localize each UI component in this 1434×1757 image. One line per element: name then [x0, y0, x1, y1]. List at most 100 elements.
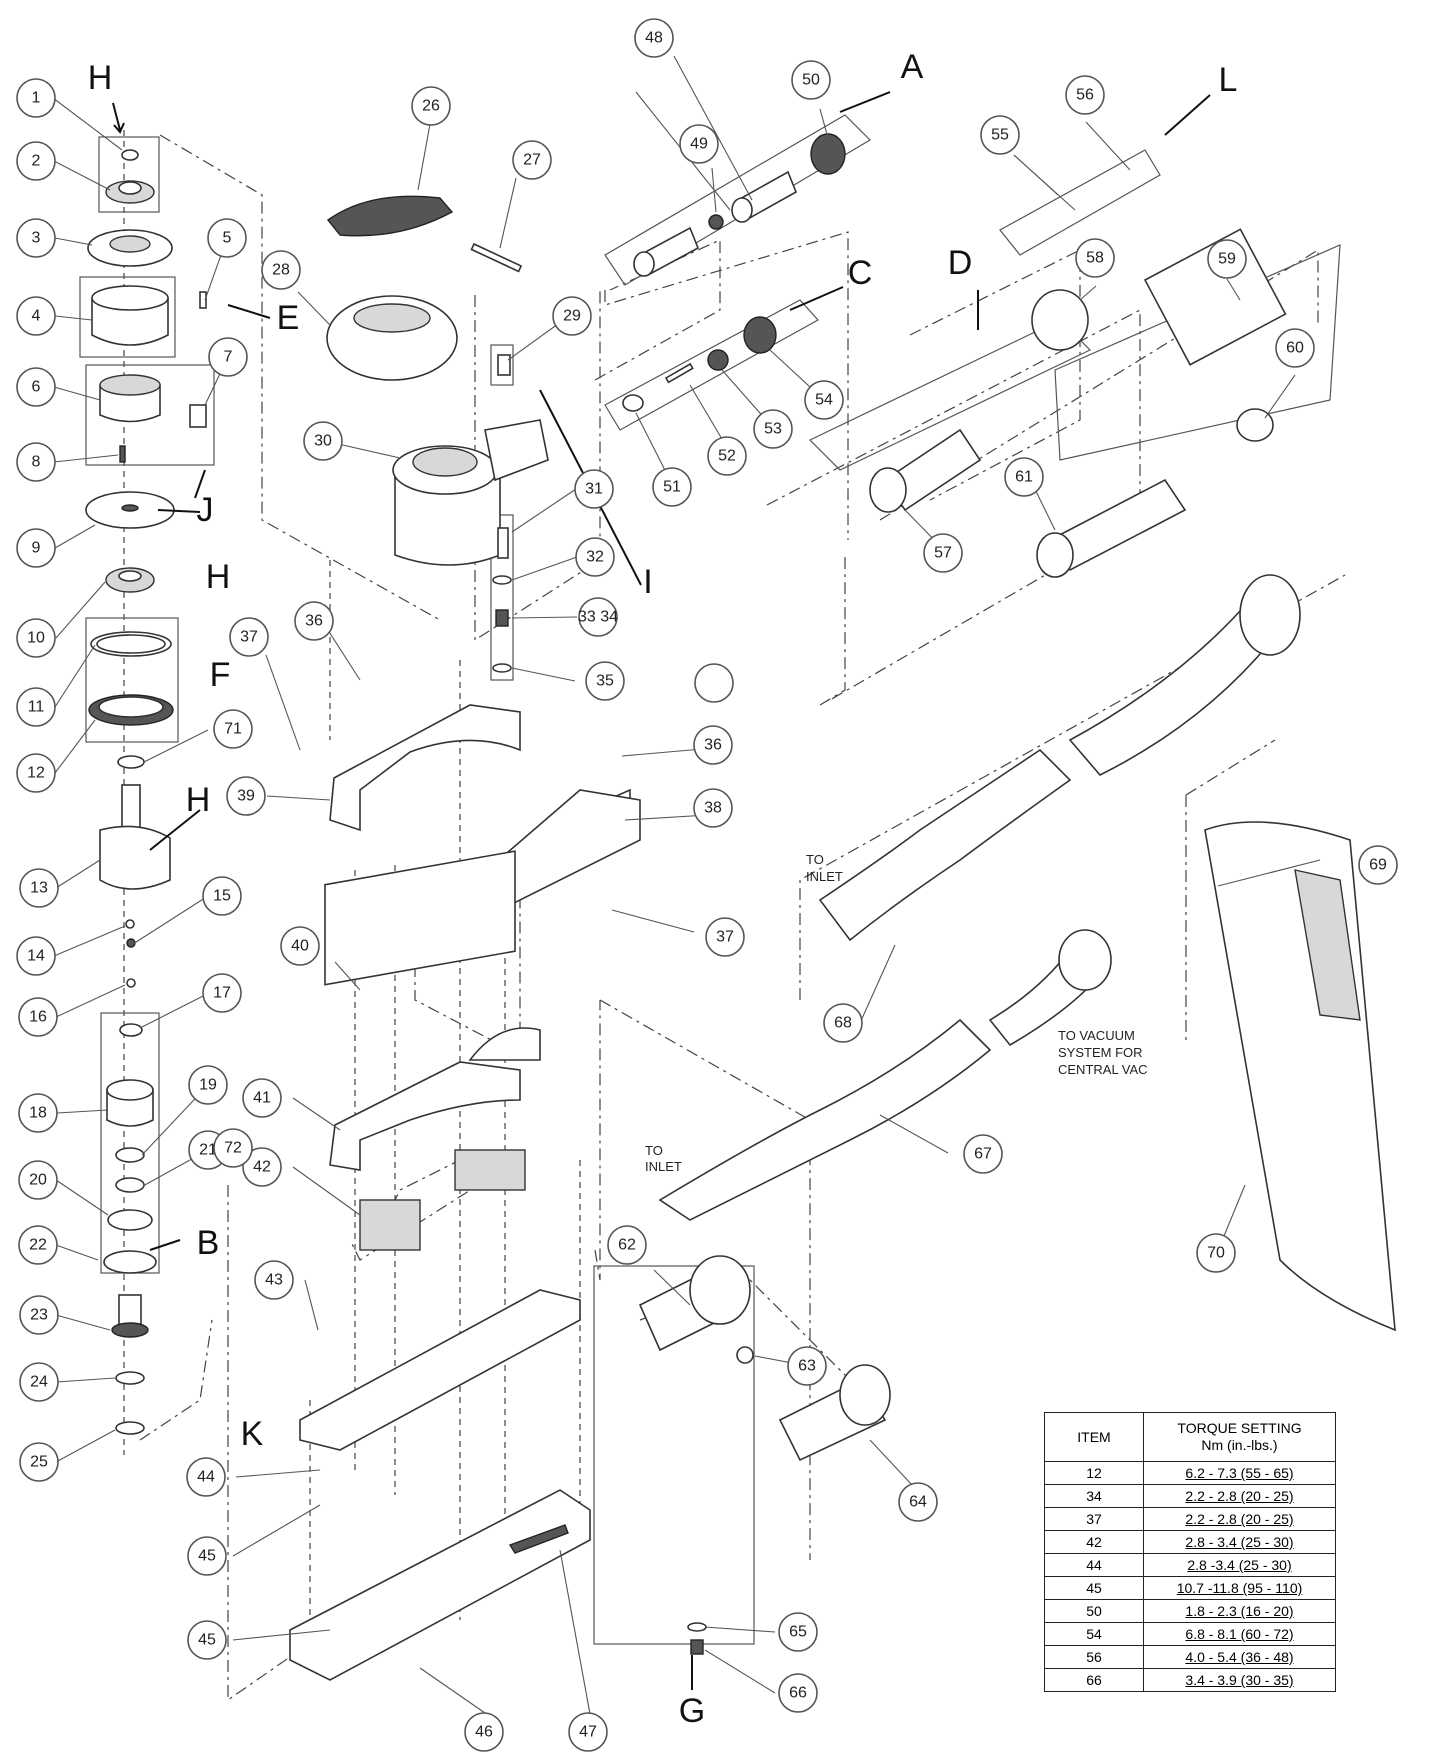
- part-number-balloons: 1234567891011121314151617181920212223242…: [16, 18, 1398, 1752]
- balloon-number: 43: [265, 1272, 283, 1289]
- part-balloon-5: 5: [207, 218, 247, 258]
- part-balloon-43: 43: [254, 1260, 294, 1300]
- balloon-circle: [1207, 239, 1247, 279]
- part-balloon-33-34: 33 34: [578, 597, 618, 637]
- letter-h: H: [206, 558, 231, 596]
- balloon-number: 59: [1218, 251, 1236, 268]
- part-balloon-49: 49: [679, 124, 719, 164]
- balloon-circle: [1075, 238, 1115, 278]
- balloon-circle: [707, 436, 747, 476]
- part-balloon-60: 60: [1275, 328, 1315, 368]
- balloon-circle: [568, 1712, 608, 1752]
- balloon-number: 31: [585, 481, 603, 498]
- balloon-number: 60: [1286, 340, 1304, 357]
- balloon-number: 26: [422, 98, 440, 115]
- part-balloon-3: 3: [16, 218, 56, 258]
- balloon-number: 45: [198, 1548, 216, 1565]
- part-balloon-32: 32: [575, 537, 615, 577]
- balloon-number: 63: [798, 1358, 816, 1375]
- balloon-number: 58: [1086, 250, 1104, 267]
- part-balloon-4: 4: [16, 296, 56, 336]
- balloon-circle: [791, 60, 831, 100]
- part-balloon-31: 31: [574, 469, 614, 509]
- part-balloon-53: 53: [753, 409, 793, 449]
- vacuum-note: CENTRAL VAC: [1058, 1062, 1148, 1077]
- part-balloon-67: 67: [963, 1134, 1003, 1174]
- balloon-circle: [585, 661, 625, 701]
- balloon-number: 5: [223, 230, 232, 247]
- part-balloon-28: 28: [261, 250, 301, 290]
- balloon-circle: [705, 917, 745, 957]
- balloon-circle: [16, 618, 56, 658]
- balloon-circle: [202, 973, 242, 1013]
- balloon-number: 15: [213, 888, 231, 905]
- part-balloon-45: 45: [187, 1620, 227, 1660]
- balloon-circle: [778, 1673, 818, 1713]
- row-item: 12: [1044, 1461, 1144, 1485]
- balloon-number: 68: [834, 1015, 852, 1032]
- part-balloon-13: 13: [19, 868, 59, 908]
- balloon-circle: [753, 409, 793, 449]
- balloon-number: 7: [224, 349, 233, 366]
- part-balloon-52: 52: [707, 436, 747, 476]
- balloon-number: 48: [645, 30, 663, 47]
- assembly-letters: H H H E J F B K A C I D L G: [88, 48, 1238, 1730]
- part-balloon-50: 50: [791, 60, 831, 100]
- balloon-number: 37: [716, 929, 734, 946]
- row-item: 50: [1044, 1599, 1144, 1623]
- balloon-circle: [679, 124, 719, 164]
- part-balloon-2: 2: [16, 141, 56, 181]
- balloon-number: 53: [764, 421, 782, 438]
- balloon-circle: [1275, 328, 1315, 368]
- part-balloon-48: 48: [634, 18, 674, 58]
- spindle-stack: [85, 149, 207, 1435]
- part-balloon-26: 26: [411, 86, 451, 126]
- balloon-number: 36: [305, 613, 323, 630]
- part-balloon-8: 8: [16, 442, 56, 482]
- balloon-number: 50: [802, 72, 820, 89]
- balloon-circle: [229, 617, 269, 657]
- letter-b: B: [197, 1224, 220, 1262]
- balloon-number: 36: [704, 737, 722, 754]
- row-setting: 2.2 - 2.8 (20 - 25): [1143, 1507, 1336, 1531]
- balloon-circle: [213, 1128, 253, 1168]
- balloon-number: 56: [1076, 87, 1094, 104]
- letter-l: L: [1219, 61, 1238, 99]
- part-balloon-15: 15: [202, 876, 242, 916]
- part-balloon-6: 6: [16, 367, 56, 407]
- balloon-number: 20: [29, 1172, 47, 1189]
- balloon-number: 2: [32, 153, 41, 170]
- balloon-number: 38: [704, 800, 722, 817]
- balloon-number: 70: [1207, 1245, 1225, 1262]
- balloon-circle: [693, 788, 733, 828]
- row-setting: 4.0 - 5.4 (36 - 48): [1143, 1645, 1336, 1669]
- part-balloon-36: 36: [693, 725, 733, 765]
- balloon-circle: [18, 997, 58, 1037]
- balloon-circle: [652, 467, 692, 507]
- balloon-circle: [18, 1093, 58, 1133]
- text-notes: TO INLET TO INLET TO VACUUM SYSTEM FOR C…: [645, 852, 1148, 1174]
- part-balloon-68: 68: [823, 1003, 863, 1043]
- part-balloon-1: 1: [16, 78, 56, 118]
- balloon-number: 1: [32, 90, 41, 107]
- row-setting: 3.4 - 3.9 (30 - 35): [1143, 1668, 1336, 1692]
- balloon-circle: [242, 1147, 282, 1187]
- balloon-number: 64: [909, 1494, 927, 1511]
- balloon-circle: [694, 663, 734, 703]
- balloon-circle: [1004, 457, 1044, 497]
- part-balloon-27: 27: [512, 140, 552, 180]
- letter-h: H: [186, 781, 211, 819]
- balloon-number: 62: [618, 1237, 636, 1254]
- letter-k: K: [241, 1415, 264, 1453]
- balloon-circle: [411, 86, 451, 126]
- row-item: 37: [1044, 1507, 1144, 1531]
- balloon-circle: [1065, 75, 1105, 115]
- balloon-number: 39: [237, 788, 255, 805]
- balloon-circle: [19, 1362, 59, 1402]
- letter-f: F: [210, 656, 231, 694]
- balloon-number: 49: [690, 136, 708, 153]
